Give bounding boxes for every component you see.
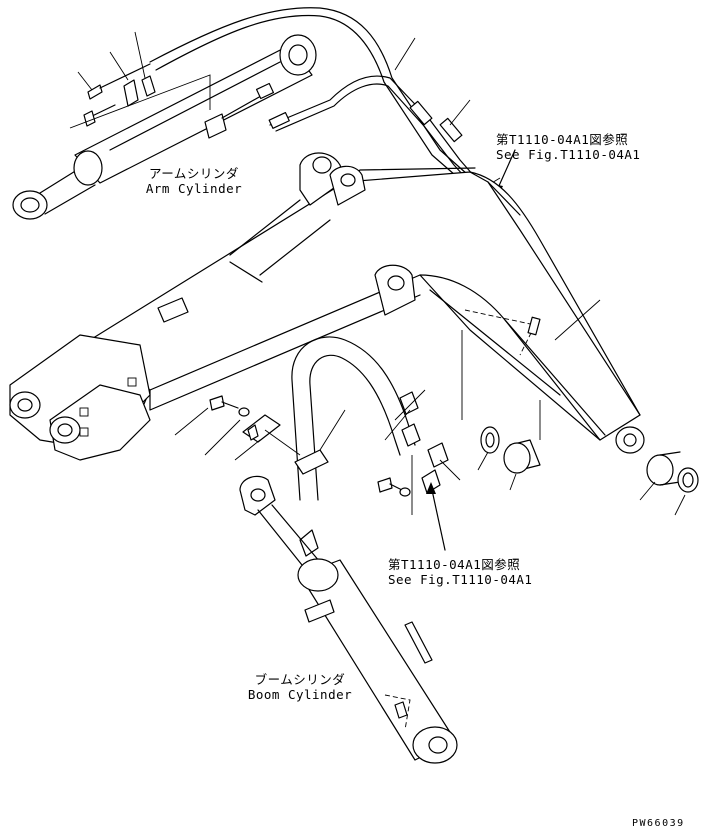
boom-cylinder <box>239 475 458 764</box>
boom-cylinder-label-jp: ブームシリンダ <box>254 672 346 687</box>
boom-cylinder-label-en: Boom Cylinder <box>247 687 353 702</box>
drawing-code: PW66039 <box>632 818 685 829</box>
boom-bushings <box>477 426 699 516</box>
boom-cylinder-label: ブームシリンダ Boom Cylinder <box>236 672 364 702</box>
arm-hoses <box>149 7 516 206</box>
reference-label-upper: 第T1110-04A1図参照 See Fig.T1110-04A1 <box>496 132 640 162</box>
reference-label-lower: 第T1110-04A1図参照 See Fig.T1110-04A1 <box>388 557 532 587</box>
reference-label-upper-jp: 第T1110-04A1図参照 <box>496 132 629 147</box>
arm-cylinder-label-en: Arm Cylinder <box>145 181 243 196</box>
arm-cylinder-fasteners <box>69 31 211 129</box>
boom-cylinder-hoses <box>174 336 461 557</box>
boom <box>9 152 645 461</box>
reference-label-lower-jp: 第T1110-04A1図参照 <box>388 557 521 572</box>
arm-cylinder-label-jp: アームシリンダ <box>149 166 239 181</box>
reference-label-lower-en: See Fig.T1110-04A1 <box>388 572 533 587</box>
arm-cylinder-label: アームシリンダ Arm Cylinder <box>130 166 258 196</box>
reference-label-upper-en: See Fig.T1110-04A1 <box>496 147 641 162</box>
arm-cylinder <box>12 34 317 220</box>
